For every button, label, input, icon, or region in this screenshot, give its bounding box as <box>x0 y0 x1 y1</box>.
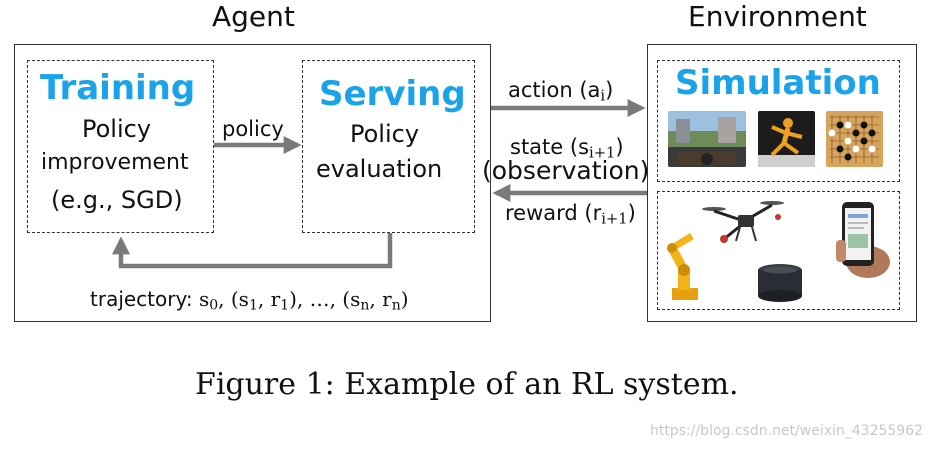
driving-sim-image <box>668 111 746 167</box>
simulation-box <box>657 60 900 182</box>
real-world-box <box>657 191 900 310</box>
serving-heading: Serving <box>319 74 466 114</box>
reward-label: reward (ri+1) <box>505 201 636 228</box>
trajectory-label: trajectory: <box>90 287 193 311</box>
serving-line1: Policy <box>350 120 420 148</box>
trajectory-label-group: trajectory: s0, (s1, r1), …, (sn, rn) <box>90 287 409 314</box>
training-heading: Training <box>40 68 196 108</box>
drone-image <box>700 195 790 255</box>
training-box <box>27 60 214 233</box>
environment-title: Environment <box>688 0 867 33</box>
action-label: action (ai) <box>508 78 614 105</box>
smart-speaker-image <box>755 262 805 304</box>
serving-line2: evaluation <box>316 155 443 183</box>
figure-caption: Figure 1: Example of an RL system. <box>195 367 739 402</box>
smartphone-image <box>828 200 890 280</box>
watermark: https://blog.csdn.net/weixin_43255962 <box>650 423 924 439</box>
serving-box <box>302 60 475 233</box>
training-line1: Policy <box>82 115 152 143</box>
state-label: state (si+1) <box>510 135 624 162</box>
go-board-image <box>826 111 883 167</box>
observation-label: (observation) <box>482 156 650 185</box>
agent-box <box>14 44 491 322</box>
policy-arrow-label: policy <box>222 117 284 141</box>
robot-arm-image <box>662 230 710 302</box>
agent-title: Agent <box>212 0 295 33</box>
simulation-heading: Simulation <box>675 63 881 103</box>
environment-box <box>647 44 917 322</box>
humanoid-sim-image <box>758 111 815 167</box>
training-line2: improvement <box>41 150 189 175</box>
trajectory-formula: s0, (s1, r1), …, (sn, rn) <box>198 287 409 314</box>
training-line3: (e.g., SGD) <box>51 186 183 214</box>
